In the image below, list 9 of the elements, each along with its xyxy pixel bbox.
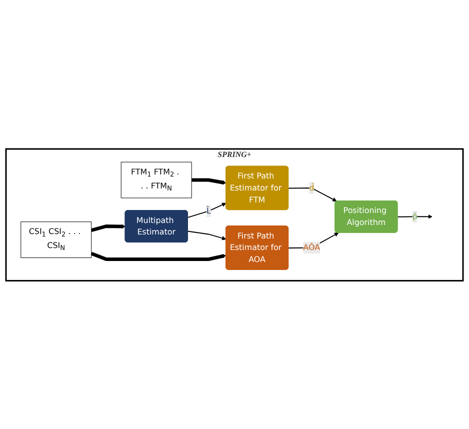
arrow bbox=[90, 252, 226, 261]
arrow bbox=[187, 230, 226, 240]
arrow bbox=[192, 178, 226, 184]
arrow bbox=[397, 214, 432, 218]
arrow bbox=[288, 187, 337, 202]
arrow bbox=[90, 224, 126, 232]
node-box bbox=[120, 161, 192, 198]
node-box bbox=[20, 221, 92, 258]
arrow bbox=[187, 202, 226, 218]
